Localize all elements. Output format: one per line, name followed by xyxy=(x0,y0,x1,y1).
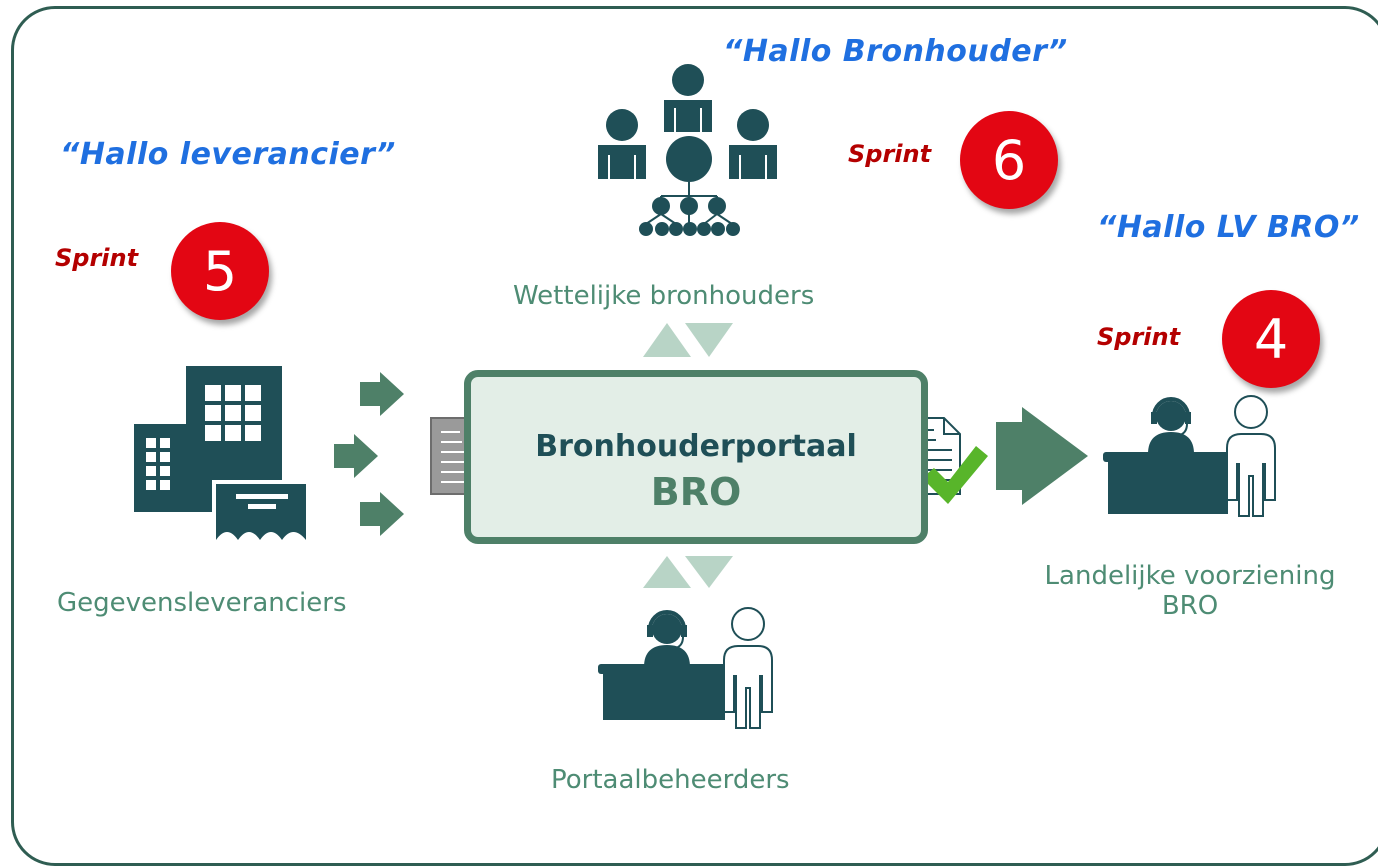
exchange-arrows-top xyxy=(643,323,733,357)
label-gegevensleveranciers: Gegevensleveranciers xyxy=(57,588,347,618)
bronhouderportaal-box: Bronhouderportaal BRO xyxy=(464,370,928,544)
label-wettelijke-bronhouders: Wettelijke bronhouders xyxy=(513,281,815,311)
exchange-arrows-bottom xyxy=(643,556,733,588)
label-landelijke-voorziening: Landelijke voorziening BRO xyxy=(1020,561,1360,621)
sprint-badge-6: 6 xyxy=(960,111,1058,209)
sprint-label-6: Sprint xyxy=(848,140,932,168)
helpdesk-icon xyxy=(1103,395,1276,517)
sprint-badge-4: 4 xyxy=(1222,290,1320,388)
office-building-icon xyxy=(134,366,310,544)
callout-hallo-lv-bro: “Hallo LV BRO” xyxy=(1097,210,1360,245)
label-portaalbeheerders: Portaalbeheerders xyxy=(551,765,790,795)
label-landelijke-voorziening-line1: Landelijke voorziening xyxy=(1044,561,1336,591)
sprint-label-5: Sprint xyxy=(55,244,139,272)
callout-hallo-leverancier: “Hallo leverancier” xyxy=(60,137,396,172)
supply-arrows xyxy=(334,372,404,536)
portal-subtitle: BRO xyxy=(650,470,742,514)
output-arrow xyxy=(996,407,1088,505)
sprint-badge-5: 5 xyxy=(171,222,269,320)
callout-hallo-bronhouder: “Hallo Bronhouder” xyxy=(723,34,1068,69)
portal-title: Bronhouderportaal xyxy=(535,429,857,464)
label-landelijke-voorziening-line2: BRO xyxy=(1161,591,1219,621)
helpdesk-icon-portaal xyxy=(598,607,773,729)
people-network-icon xyxy=(598,64,777,236)
sprint-label-4: Sprint xyxy=(1097,323,1181,351)
